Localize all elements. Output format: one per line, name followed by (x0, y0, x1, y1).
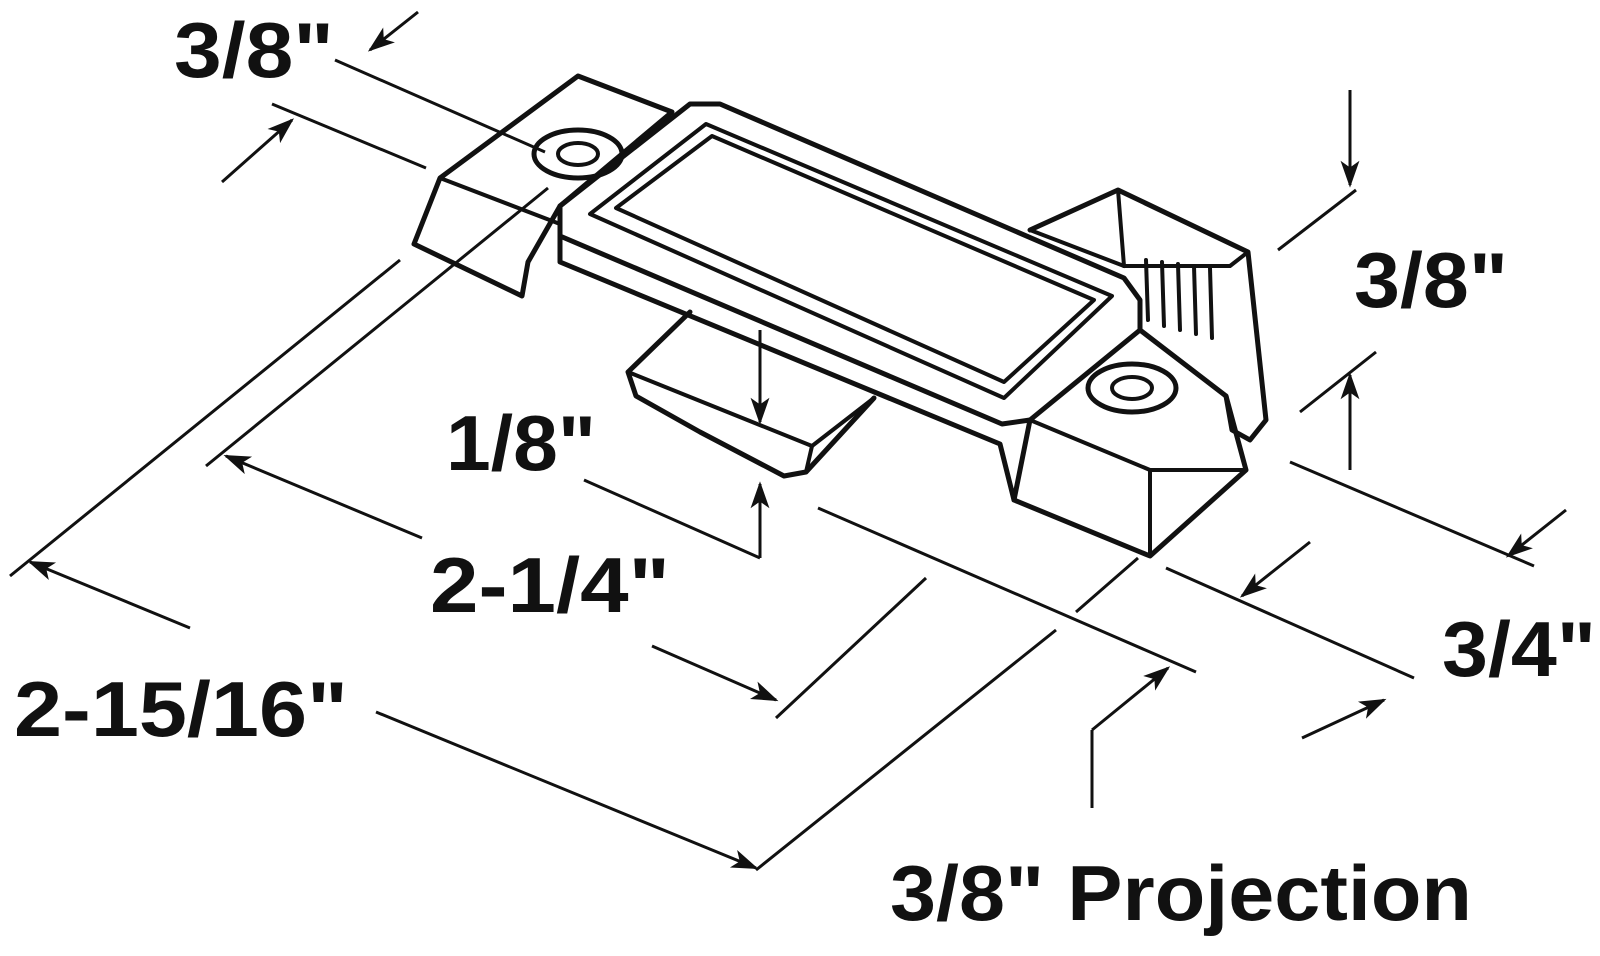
label-inner-length: 2-1/4" (430, 541, 670, 629)
label-depth: 1/8" (446, 399, 596, 487)
latch-part-drawing (411, 73, 1269, 559)
label-width: 3/4" (1442, 605, 1596, 693)
dimension-lines (9, 10, 1567, 872)
label-overall-length: 2-15/16" (14, 665, 348, 753)
label-right-height: 3/8" (1354, 236, 1508, 324)
label-top-left-height: 3/8" (174, 6, 334, 94)
dimension-labels: 3/8" 3/8" 1/8" 2-1/4" 2-15/16" 3/4" 3/8"… (14, 6, 1596, 937)
label-projection: 3/8" Projection (890, 849, 1472, 937)
